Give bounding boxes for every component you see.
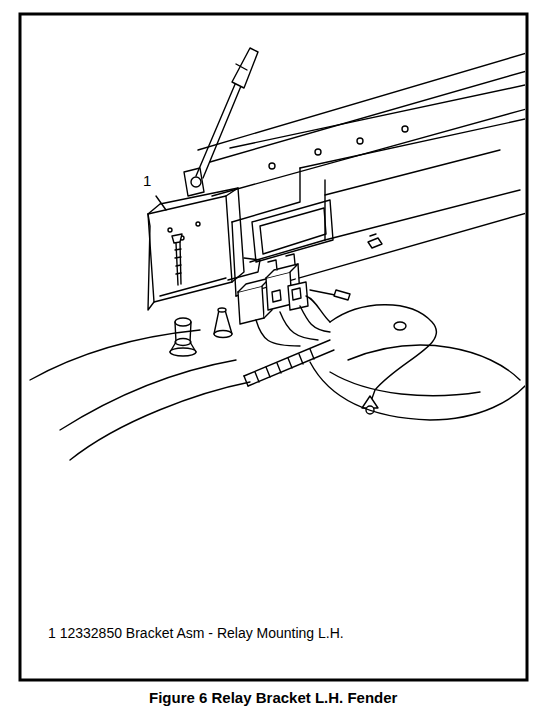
leader-line (156, 196, 166, 210)
fender-curves (30, 330, 525, 460)
fender-panel-stroke (269, 163, 275, 169)
relays-stroke (238, 286, 264, 324)
fender-panel-stroke (212, 108, 525, 196)
ground-wire-stroke (394, 322, 406, 330)
bumpers-stroke (175, 318, 191, 326)
panel-cutout (252, 200, 333, 262)
fender-screw (368, 234, 382, 248)
wire-harness-stroke (306, 296, 330, 322)
relays-stroke (272, 290, 281, 302)
fender-curves-stroke (60, 360, 236, 430)
bumpers-stroke (214, 331, 232, 338)
fender-panel-stroke (300, 118, 525, 168)
lever-stroke (196, 82, 236, 176)
bumpers-stroke (175, 339, 191, 346)
wire-harness-stroke (248, 350, 334, 386)
fender-curves-stroke (30, 330, 200, 380)
ground-wire-stroke (330, 305, 436, 404)
relay-bracket-stroke (148, 188, 238, 214)
relays-stroke (238, 278, 270, 292)
parts-list-entry: 1 12332850 Bracket Asm - Relay Mounting … (48, 625, 344, 641)
screw-stroke (180, 242, 181, 284)
fender-panel-stroke (250, 180, 325, 262)
fender-illustration (30, 48, 525, 460)
ground-wire (330, 305, 436, 414)
callout-number: 1 (143, 172, 151, 189)
fender-curves-stroke (348, 345, 520, 380)
relay-bracket-stroke (232, 188, 244, 282)
fender-curves-stroke (330, 372, 480, 396)
wire-harness-stroke (244, 376, 248, 386)
lever-stroke (232, 48, 258, 88)
relay-bracket-stroke (148, 196, 232, 302)
panel-cutout-stroke (260, 208, 326, 254)
relay-bracket-stroke (228, 258, 260, 280)
fender-panel-stroke (232, 168, 300, 222)
fender-panel-stroke (232, 222, 236, 296)
lever-stroke (191, 177, 201, 187)
relays-stroke (292, 288, 301, 300)
fender-panel-stroke (402, 126, 408, 132)
lever-stroke (184, 168, 204, 196)
fender-panel-stroke (210, 70, 525, 162)
fender-screw-stroke (368, 238, 382, 248)
wire-harness-stroke (334, 290, 350, 300)
fender-curves-stroke (310, 362, 525, 420)
fender-panel-stroke (325, 150, 500, 195)
fender-panel-stroke (230, 84, 525, 148)
figure-frame (20, 14, 527, 680)
bumpers-stroke (170, 348, 196, 356)
fender-screw-stroke (370, 234, 376, 236)
figure-caption: Figure 6 Relay Bracket L.H. Fender (149, 689, 397, 706)
fender-panel-stroke (315, 149, 321, 155)
wire-harness (244, 290, 350, 386)
wire-harness-stroke (255, 349, 314, 382)
relays-stroke (266, 264, 298, 278)
relay-bracket-stroke (148, 214, 154, 310)
panel-cutout-stroke (252, 200, 333, 262)
wire-harness-stroke (300, 306, 330, 332)
fender-panel-stroke (357, 138, 363, 144)
screw-stroke (175, 249, 181, 274)
relays (238, 254, 308, 324)
lever (184, 48, 258, 196)
lever-stroke (203, 86, 241, 178)
relays-stroke (288, 282, 308, 310)
relay-bracket-stroke (168, 228, 172, 232)
screw (172, 234, 182, 285)
fender-curves-stroke (70, 382, 250, 460)
relay-bracket-stroke (196, 222, 200, 226)
lever-stroke (236, 64, 247, 70)
fender-panel-stroke (325, 190, 520, 240)
relays-stroke (268, 254, 295, 270)
bumpers-stroke (218, 308, 226, 312)
relay-bracket-stroke (160, 278, 226, 296)
fender-panel (198, 52, 525, 296)
